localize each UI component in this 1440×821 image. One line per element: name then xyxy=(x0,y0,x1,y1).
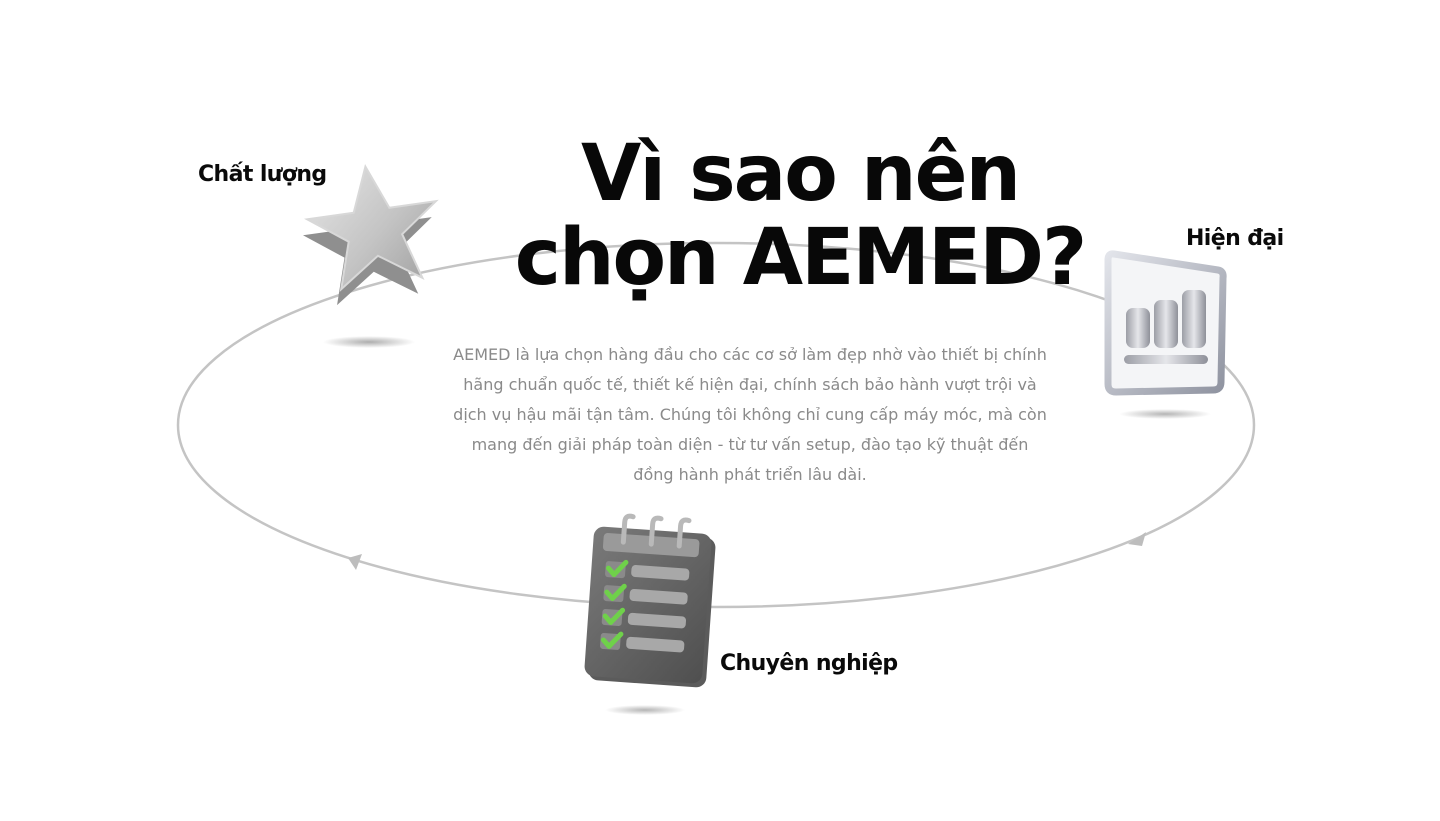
section-heading: Vì sao nên chọn AEMED? xyxy=(420,132,1180,300)
heading-line-1: Vì sao nên xyxy=(580,129,1021,219)
section-description: AEMED là lựa chọn hàng đầu cho các cơ sở… xyxy=(453,345,1047,484)
checklist-notepad-icon xyxy=(584,513,716,715)
feature-label-modern: Hiện đại xyxy=(1186,226,1284,251)
star-icon xyxy=(302,164,439,348)
feature-label-quality: Chất lượng xyxy=(198,162,327,187)
heading-line-2: chọn AEMED? xyxy=(514,213,1088,303)
feature-label-professional: Chuyên nghiệp xyxy=(720,651,898,676)
bar-chart-icon xyxy=(1104,250,1227,419)
orbit-arrow-icon xyxy=(348,554,362,570)
orbit-arrow-icon xyxy=(1128,532,1146,546)
